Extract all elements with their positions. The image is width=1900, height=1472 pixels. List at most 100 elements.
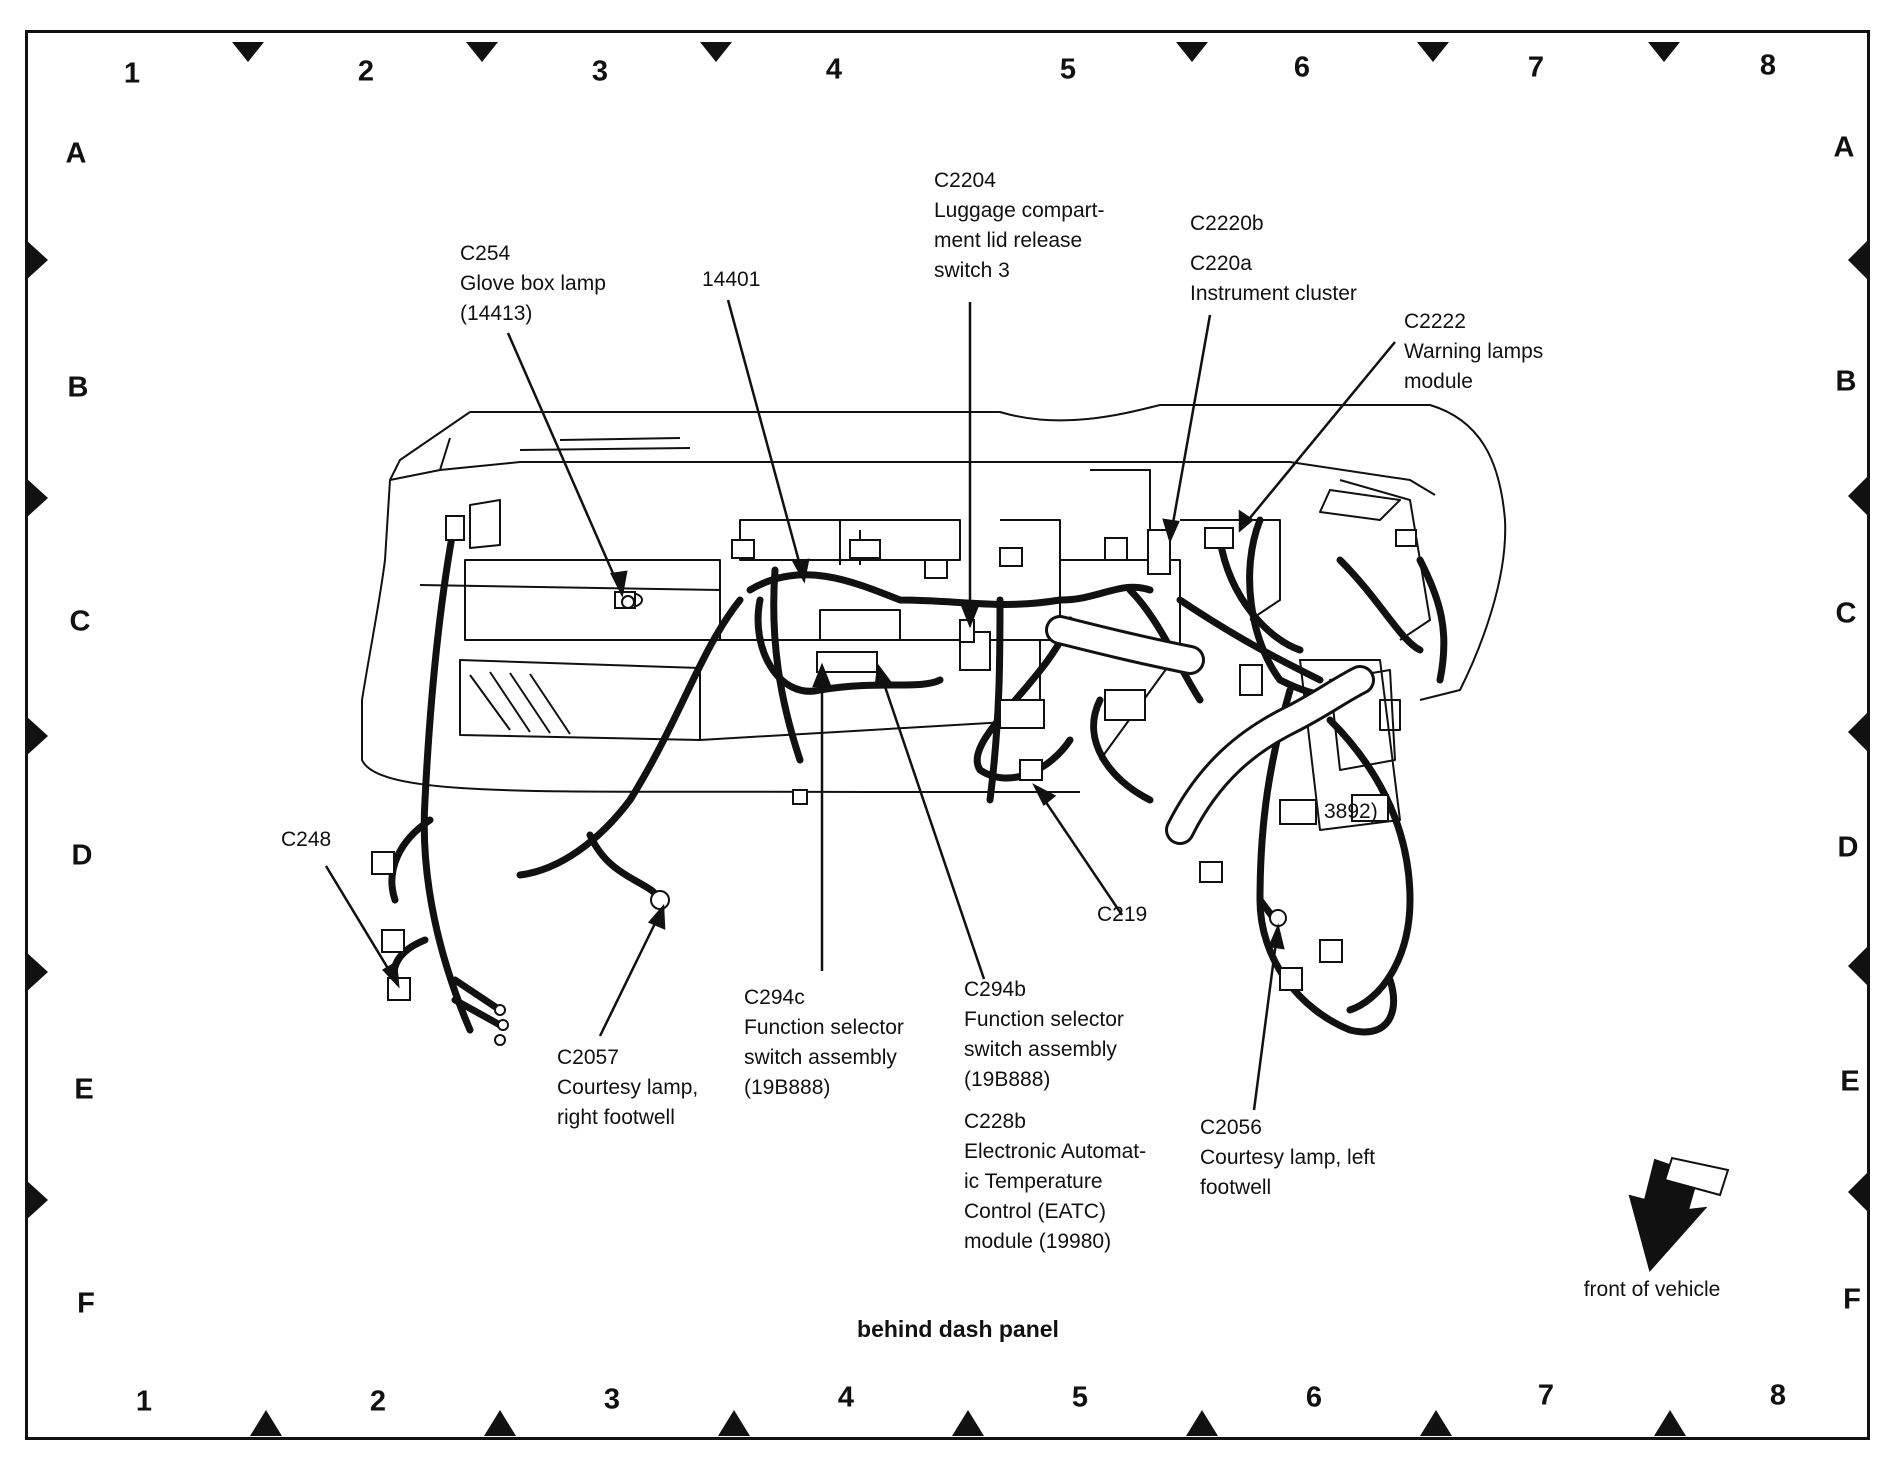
connector bbox=[1104, 537, 1128, 561]
connector bbox=[1104, 689, 1146, 721]
right-marker bbox=[1848, 476, 1868, 516]
callout-c228b-code: C228b bbox=[964, 1110, 1026, 1133]
callout-3892-partial: 3892) bbox=[1324, 797, 1378, 827]
callout-c228b-line1: Electronic Automat- bbox=[964, 1140, 1147, 1163]
grid-col-bottom-4: 4 bbox=[837, 1381, 855, 1414]
callout-c2204-line1: Luggage compart- bbox=[934, 199, 1105, 222]
callout-c254: C254 Glove box lamp (14413) bbox=[460, 239, 606, 329]
grid-row-right-C: C bbox=[1835, 597, 1857, 630]
connector bbox=[1279, 967, 1303, 991]
bottom-marker bbox=[484, 1410, 516, 1436]
bottom-marker bbox=[1420, 1410, 1452, 1436]
top-marker bbox=[1176, 42, 1208, 62]
callout-c2222-line1: Warning lamps bbox=[1404, 340, 1544, 363]
grid-row-right-A: A bbox=[1833, 131, 1855, 164]
connector bbox=[999, 547, 1023, 567]
callout-c294c-code: C294c bbox=[744, 986, 805, 1009]
grid-row-left-B: B bbox=[67, 371, 89, 404]
callout-c2056-line1: Courtesy lamp, left bbox=[1200, 1146, 1376, 1169]
grid-col-top-5: 5 bbox=[1059, 53, 1077, 86]
right-marker bbox=[1848, 240, 1868, 280]
top-marker bbox=[1417, 42, 1449, 62]
leader-c219 bbox=[1033, 785, 1124, 916]
left-marker bbox=[26, 240, 48, 280]
diagram-title: behind dash panel bbox=[857, 1316, 1059, 1342]
callout-c220a: C220a Instrument cluster bbox=[1190, 249, 1357, 309]
connector bbox=[387, 977, 411, 1001]
grid-col-top-7: 7 bbox=[1527, 51, 1545, 84]
callout-c2057-line2: right footwell bbox=[557, 1106, 675, 1129]
front-of-vehicle-arrow bbox=[1628, 1156, 1730, 1273]
callout-c2222-line2: module bbox=[1404, 370, 1473, 393]
callout-c294c: C294c Function selector switch assembly … bbox=[744, 983, 904, 1103]
callout-c2204-line3: switch 3 bbox=[934, 259, 1010, 282]
connectors bbox=[371, 515, 1417, 1001]
callout-c294c-line3: (19B888) bbox=[744, 1076, 831, 1099]
callout-c294c-line2: switch assembly bbox=[744, 1046, 897, 1069]
courtesy-lamp-left-socket bbox=[1269, 909, 1287, 927]
wiring-harness bbox=[388, 516, 1448, 1036]
connector bbox=[371, 851, 395, 875]
connector bbox=[924, 559, 948, 579]
left-marker bbox=[26, 478, 48, 518]
callout-c220a-line1: Instrument cluster bbox=[1190, 282, 1357, 305]
courtesy-lamp-right-socket bbox=[650, 890, 670, 910]
callout-c2056: C2056 Courtesy lamp, left footwell bbox=[1200, 1113, 1375, 1203]
callout-c2057: C2057 Courtesy lamp, right footwell bbox=[557, 1043, 698, 1133]
connector bbox=[1019, 759, 1043, 781]
front-of-vehicle-label: front of vehicle bbox=[1583, 1278, 1721, 1301]
leader-c2057 bbox=[598, 906, 665, 1037]
grid-row-left-E: E bbox=[74, 1073, 94, 1106]
connector bbox=[1395, 529, 1417, 547]
glove-box-lamp-socket bbox=[621, 595, 635, 609]
connector bbox=[1351, 794, 1389, 822]
callout-c254-line1: Glove box lamp bbox=[460, 272, 606, 295]
callout-c2057-code: C2057 bbox=[557, 1046, 619, 1069]
callout-3892-partial-text: 3892) bbox=[1324, 800, 1378, 823]
bottom-marker bbox=[1186, 1410, 1218, 1436]
grid-col-top-6: 6 bbox=[1293, 51, 1311, 84]
bottom-marker bbox=[718, 1410, 750, 1436]
grid-row-right-D: D bbox=[1837, 831, 1859, 864]
callout-c2222-code: C2222 bbox=[1404, 310, 1466, 333]
callout-14401: 14401 bbox=[702, 265, 760, 295]
callout-c2204-code: C2204 bbox=[934, 169, 996, 192]
callout-c248: C248 bbox=[281, 825, 331, 855]
bottom-marker bbox=[952, 1410, 984, 1436]
leader-c2222 bbox=[1239, 341, 1396, 531]
callout-c2056-code: C2056 bbox=[1200, 1116, 1262, 1139]
grid-col-bottom-5: 5 bbox=[1071, 1381, 1089, 1414]
top-marker bbox=[232, 42, 264, 62]
connector bbox=[816, 651, 878, 673]
callout-c2057-line1: Courtesy lamp, bbox=[557, 1076, 699, 1099]
callout-c219: C219 bbox=[1097, 900, 1147, 930]
right-marker bbox=[1848, 712, 1868, 752]
grid-col-top-3: 3 bbox=[591, 55, 609, 88]
connector bbox=[1147, 529, 1171, 575]
left-marker bbox=[26, 1180, 48, 1220]
top-marker bbox=[466, 42, 498, 62]
bottom-marker bbox=[250, 1410, 282, 1436]
grid-col-bottom-6: 6 bbox=[1305, 1381, 1323, 1414]
grid-markers bbox=[26, 42, 1868, 1436]
callout-c2056-line2: footwell bbox=[1200, 1176, 1272, 1199]
leader-c220a bbox=[1168, 314, 1212, 541]
connector bbox=[1199, 861, 1223, 883]
grid-col-top-2: 2 bbox=[357, 55, 375, 88]
callout-c294b-code: C294b bbox=[964, 978, 1026, 1001]
callout-c2204: C2204 Luggage compart- ment lid release … bbox=[934, 166, 1104, 286]
top-marker bbox=[1648, 42, 1680, 62]
left-marker bbox=[26, 716, 48, 756]
callout-c2222: C2222 Warning lamps module bbox=[1404, 307, 1543, 397]
leader-14401 bbox=[726, 299, 806, 581]
right-marker bbox=[1848, 1172, 1868, 1212]
grid-col-bottom-2: 2 bbox=[369, 1385, 387, 1418]
callout-c2220b: C2220b bbox=[1190, 209, 1264, 239]
grid-col-top-1: 1 bbox=[123, 57, 141, 90]
callout-c228b-line2: ic Temperature bbox=[964, 1170, 1103, 1193]
connector bbox=[1319, 939, 1343, 963]
grid-row-right-E: E bbox=[1840, 1065, 1860, 1098]
leader-c254 bbox=[506, 332, 624, 595]
top-marker bbox=[700, 42, 732, 62]
